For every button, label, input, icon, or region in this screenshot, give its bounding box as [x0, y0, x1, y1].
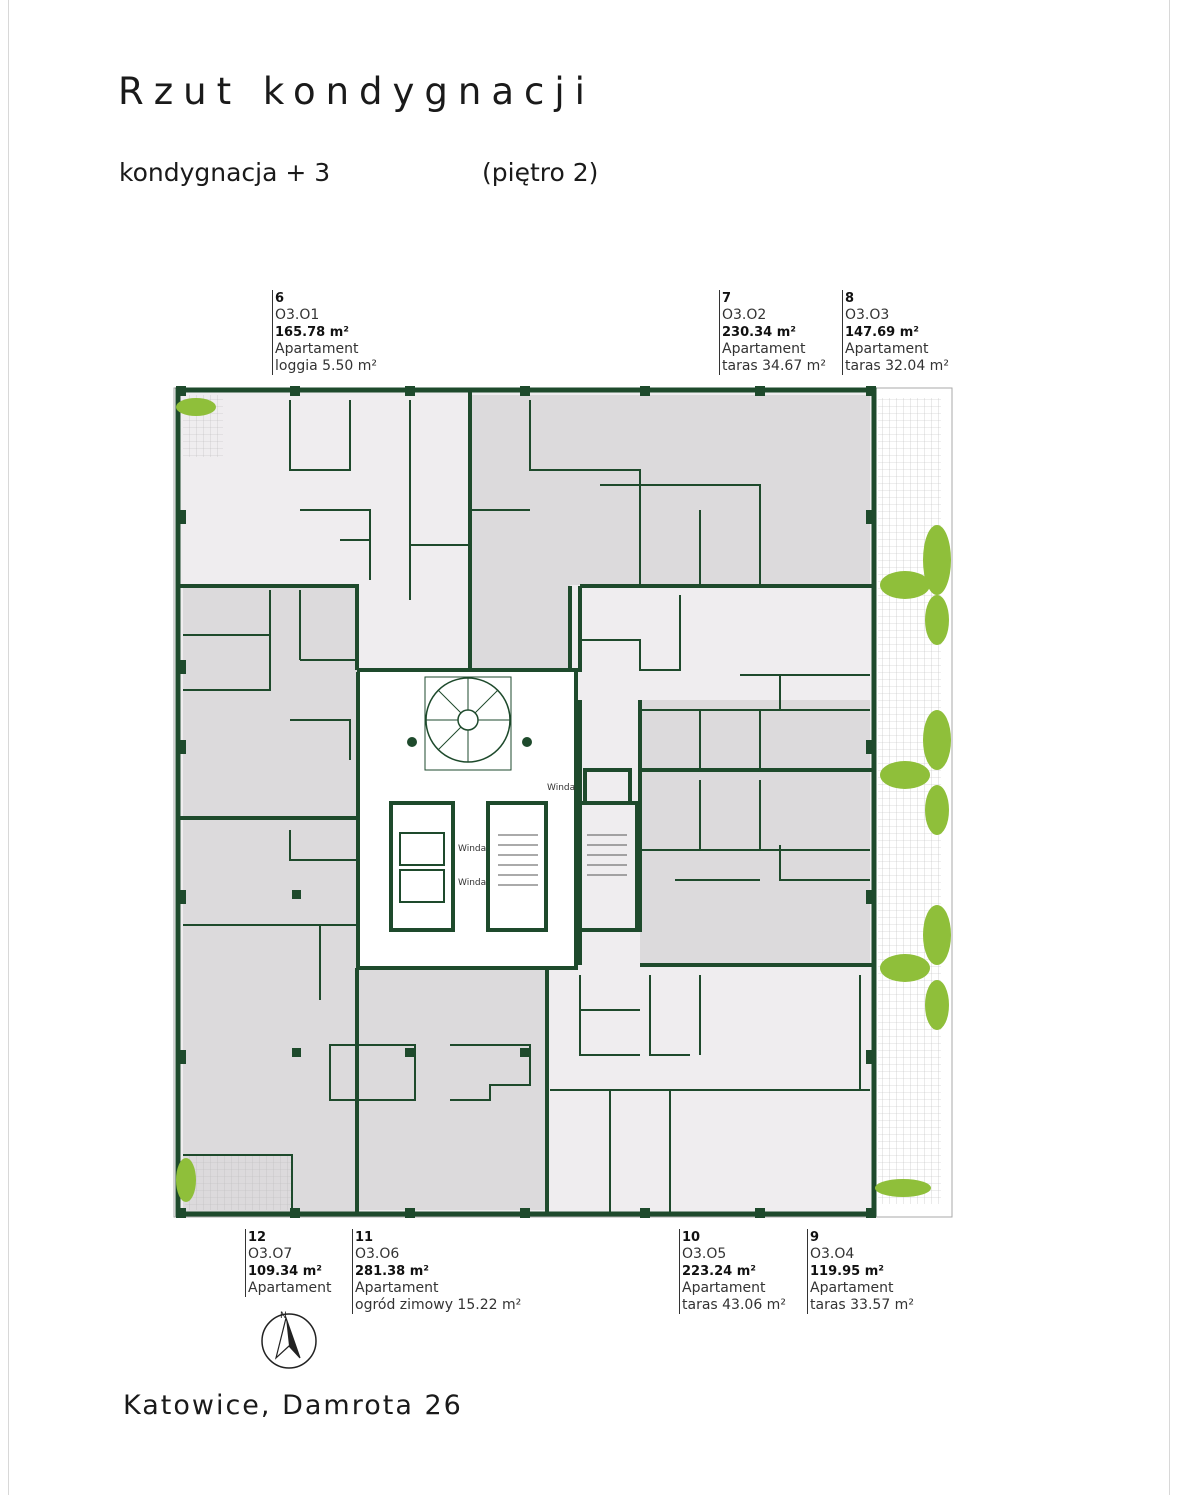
- core-hall: [358, 672, 576, 968]
- unit-area: 223.24 m²: [682, 1264, 756, 1279]
- unit-extra: taras 32.04 m²: [845, 358, 949, 374]
- unit-number: 9: [810, 1230, 820, 1245]
- unit-label-9[interactable]: 9 O3.O4 119.95 m² Apartament taras 33.57…: [807, 1229, 914, 1314]
- plants: [176, 398, 951, 1202]
- unit-number: 10: [682, 1230, 701, 1245]
- unit-type: Apartament: [275, 341, 359, 357]
- elevator-label: Winda: [458, 844, 486, 854]
- page-edge-left: [8, 0, 9, 1495]
- unit-number: 8: [845, 291, 855, 306]
- unit-label-12[interactable]: 12 O3.O7 109.34 m² Apartament: [245, 1229, 331, 1297]
- unit-label-6[interactable]: 6 O3.O1 165.78 m² Apartament loggia 5.50…: [272, 290, 377, 375]
- unit-number: 11: [355, 1230, 374, 1245]
- compass-icon: N: [261, 1311, 317, 1369]
- unit-type: Apartament: [722, 341, 806, 357]
- unit-area: 165.78 m²: [275, 325, 349, 340]
- unit-extra: ogród zimowy 15.22 m²: [355, 1297, 522, 1313]
- floor-label: kondygnacja + 3: [119, 158, 331, 187]
- unit-extra: taras 43.06 m²: [682, 1297, 786, 1313]
- spiral-stair-treads: [426, 678, 510, 762]
- winter-garden: [185, 1155, 292, 1210]
- page-edge-right: [1169, 0, 1170, 1495]
- unit-label-8[interactable]: 8 O3.O3 147.69 m² Apartament taras 32.04…: [842, 290, 949, 375]
- unit-code: O3.O7: [248, 1246, 293, 1262]
- unit-code: O3.O1: [275, 307, 320, 323]
- unit-code: O3.O4: [810, 1246, 855, 1262]
- unit-type: Apartament: [682, 1280, 766, 1296]
- unit-code: O3.O2: [722, 307, 767, 323]
- unit-label-11[interactable]: 11 O3.O6 281.38 m² Apartament ogród zimo…: [352, 1229, 521, 1314]
- unit-extra: taras 33.57 m²: [810, 1297, 914, 1313]
- unit-number: 7: [722, 291, 732, 306]
- unit-code: O3.O5: [682, 1246, 727, 1262]
- unit-number: 6: [275, 291, 285, 306]
- unit-label-7[interactable]: 7 O3.O2 230.34 m² Apartament taras 34.67…: [719, 290, 826, 375]
- unit-area: 109.34 m²: [248, 1264, 322, 1279]
- unit-type: Apartament: [810, 1280, 894, 1296]
- columns: [176, 386, 876, 1218]
- unit-type: Apartament: [845, 341, 929, 357]
- elevator-label: Winda: [458, 878, 486, 888]
- unit-number: 12: [248, 1230, 267, 1245]
- unit-area: 281.38 m²: [355, 1264, 429, 1279]
- unit-area: 147.69 m²: [845, 325, 919, 340]
- unit-area: 119.95 m²: [810, 1264, 884, 1279]
- compass-north-label: N: [280, 1311, 287, 1321]
- unit-type: Apartament: [248, 1280, 332, 1296]
- unit-extra: loggia 5.50 m²: [275, 358, 378, 374]
- straight-stairs: [498, 834, 627, 886]
- room-fills-dark: [183, 395, 870, 1212]
- unit-code: O3.O3: [845, 307, 890, 323]
- unit-area: 230.34 m²: [722, 325, 796, 340]
- page-title: Rzut kondygnacji: [118, 70, 595, 113]
- unit-type: Apartament: [355, 1280, 439, 1296]
- floor-note: (piętro 2): [482, 158, 599, 187]
- elevator-label: Winda: [547, 783, 575, 793]
- unit-extra: taras 34.67 m²: [722, 358, 826, 374]
- unit-label-10[interactable]: 10 O3.O5 223.24 m² Apartament taras 43.0…: [679, 1229, 786, 1314]
- unit-code: O3.O6: [355, 1246, 400, 1262]
- address: Katowice, Damrota 26: [123, 1390, 463, 1421]
